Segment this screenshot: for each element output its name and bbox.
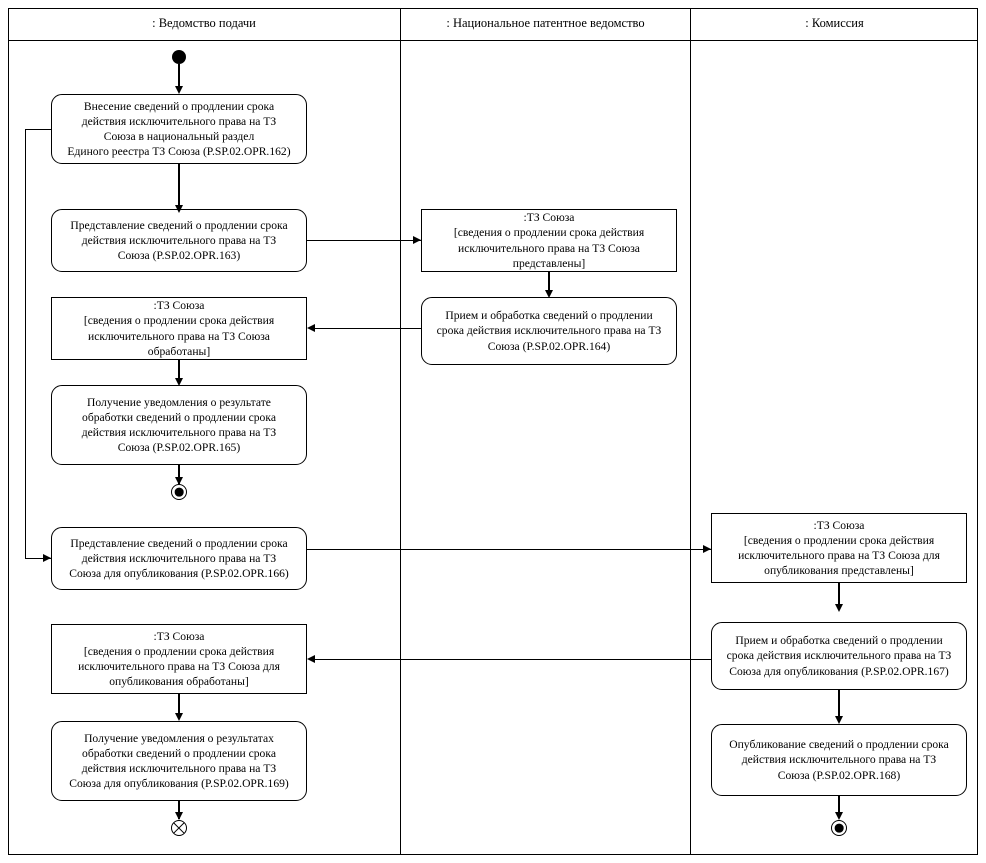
- arrowhead-a165: [174, 378, 183, 386]
- edge-a162-to-a163: [178, 164, 180, 208]
- lane-title-commission: : Комиссия: [805, 16, 864, 30]
- arrowhead-a168: [834, 716, 843, 724]
- edge-loopback-vertical: [25, 129, 27, 558]
- lane-title-national-patent-office: : Национальное патентное ведомство: [446, 16, 645, 30]
- node-opr-162-label: Внесение сведений о продлении срока дейс…: [67, 99, 291, 159]
- node-opr-166[interactable]: Представление сведений о продлении срока…: [51, 527, 307, 590]
- edge-a165-to-final: [178, 465, 180, 484]
- arrowhead-obj-pub-processed: [307, 654, 315, 663]
- edge-a167-to-a168: [838, 690, 840, 719]
- node-opr-164[interactable]: Прием и обработка сведений о продлении с…: [421, 297, 677, 365]
- edge-loopback-bottom: [25, 558, 51, 560]
- node-object-processed-label: :ТЗ Союза [сведения о продлении срока де…: [83, 299, 275, 358]
- edge-objpubprocessed-to-a169: [178, 694, 180, 716]
- arrowhead-a164: [544, 290, 553, 298]
- node-object-pub-presented-label: :ТЗ Союза [сведения о продлении срока де…: [738, 518, 940, 578]
- lane-divider-1: [400, 8, 402, 855]
- arrowhead-a166-left: [43, 553, 51, 562]
- node-opr-165[interactable]: Получение уведомления о результате обраб…: [51, 385, 307, 465]
- node-opr-169[interactable]: Получение уведомления о результатах обра…: [51, 721, 307, 801]
- node-object-pub-processed-label: :ТЗ Союза [сведения о продлении срока де…: [78, 629, 280, 689]
- node-opr-167-label: Прием и обработка сведений о продлении с…: [726, 634, 952, 678]
- lane-divider-2: [690, 8, 692, 855]
- node-opr-167[interactable]: Прием и обработка сведений о продлении с…: [711, 622, 967, 690]
- activity-final-node-commission: [831, 820, 847, 836]
- swimlane-frame: [8, 8, 978, 855]
- flow-final-node: [171, 820, 187, 836]
- arrowhead-obj-pub-presented: [703, 544, 711, 553]
- node-opr-165-label: Получение уведомления о результате обраб…: [81, 395, 277, 455]
- arrowhead-a162: [174, 86, 183, 94]
- node-object-presented-label: :ТЗ Союза [сведения о продлении срока де…: [453, 211, 645, 270]
- node-opr-162[interactable]: Внесение сведений о продлении срока дейс…: [51, 94, 307, 164]
- edge-a166-to-obj-pub-presented: [307, 549, 711, 551]
- node-opr-166-label: Представление сведений о продлении срока…: [69, 536, 289, 581]
- edge-objprocessed-to-a165: [178, 360, 180, 381]
- node-object-processed[interactable]: :ТЗ Союза [сведения о продлении срока де…: [51, 297, 307, 360]
- lane-title-filing-office: : Ведомство подачи: [152, 16, 256, 30]
- node-object-pub-presented[interactable]: :ТЗ Союза [сведения о продлении срока де…: [711, 513, 967, 583]
- edge-a164-to-obj-processed: [315, 328, 421, 330]
- edge-objpubpresented-to-a167: [838, 583, 840, 607]
- node-opr-163-label: Представление сведений о продлении срока…: [70, 218, 288, 263]
- arrowhead-obj-processed: [307, 323, 315, 332]
- start-node: [172, 50, 186, 64]
- lane-header-rule: [8, 40, 978, 42]
- node-opr-168[interactable]: Опубликование сведений о продлении срока…: [711, 724, 967, 796]
- edge-objpresented-to-a164: [548, 272, 550, 293]
- edge-a167-to-obj-pub-processed: [315, 659, 711, 661]
- edge-a168-to-final: [838, 796, 840, 818]
- edge-loopback-top: [25, 129, 51, 131]
- arrowhead-final-upper: [174, 477, 183, 485]
- node-object-pub-processed[interactable]: :ТЗ Союза [сведения о продлении срока де…: [51, 624, 307, 694]
- edge-a169-to-flowfinal: [178, 801, 180, 819]
- node-opr-164-label: Прием и обработка сведений о продлении с…: [436, 309, 662, 353]
- arrowhead-flow-final: [174, 812, 183, 820]
- node-object-presented[interactable]: :ТЗ Союза [сведения о продлении срока де…: [421, 209, 677, 272]
- arrowhead-a163: [174, 205, 183, 213]
- arrowhead-final-commission: [834, 812, 843, 820]
- edge-a163-to-obj-presented: [307, 240, 421, 242]
- activity-final-node-upper: [171, 484, 187, 500]
- node-opr-169-label: Получение уведомления о результатах обра…: [69, 731, 289, 791]
- edge-start-to-a162: [178, 64, 180, 88]
- arrowhead-obj-presented: [413, 235, 421, 244]
- arrowhead-a169: [174, 713, 183, 721]
- node-opr-163[interactable]: Представление сведений о продлении срока…: [51, 209, 307, 272]
- node-opr-168-label: Опубликование сведений о продлении срока…: [729, 738, 949, 782]
- arrowhead-a167: [834, 604, 843, 612]
